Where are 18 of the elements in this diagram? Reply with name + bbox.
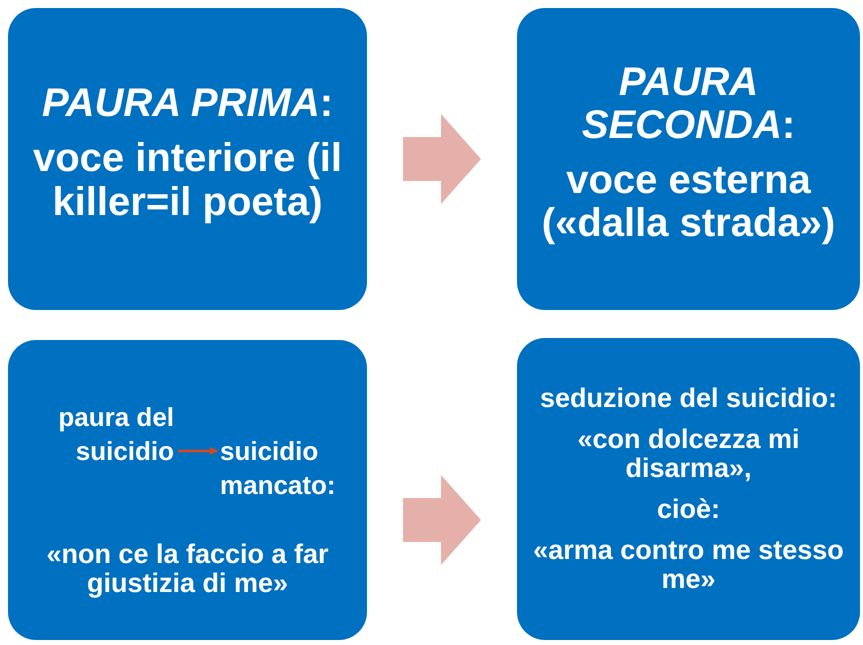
block-arrow	[403, 475, 481, 565]
box-text: «arma contro me stesso me»	[532, 536, 845, 594]
block-arrow	[403, 114, 481, 204]
box-heading: seduzione del suicidio:	[540, 384, 838, 413]
box-text: paura del suicidio	[26, 400, 174, 468]
box-heading: PAURA PRIMA:	[42, 82, 334, 126]
box-text: voce esterna («dalla strada»)	[540, 159, 836, 246]
box-text: «non ce la faccio a far giustizia di me»	[45, 540, 330, 598]
box-text: voce interiore (il killer=il poeta)	[32, 137, 343, 224]
box-heading: PAURA SECONDA:	[580, 60, 796, 147]
box-text: «con dolcezza mi disarma»,	[576, 424, 801, 483]
rounded-box	[8, 8, 367, 310]
rounded-box	[8, 340, 367, 640]
box-text: cioè:	[656, 495, 720, 524]
arrow	[178, 447, 218, 455]
box-text: suicidio mancato:	[220, 434, 360, 502]
rounded-box	[517, 8, 860, 310]
rounded-box	[517, 338, 860, 640]
